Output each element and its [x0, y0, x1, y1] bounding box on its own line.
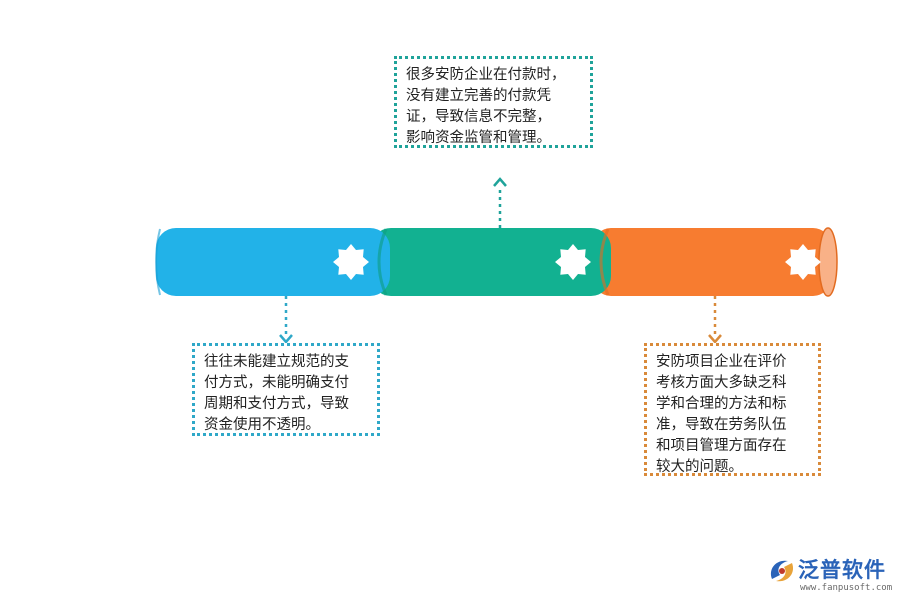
segment-seam	[377, 228, 388, 296]
arrow-up-icon	[493, 177, 507, 187]
star-badge-icon	[785, 244, 821, 280]
arrow-down-icon	[708, 334, 722, 344]
pipe-segment-teal	[371, 228, 611, 296]
connector-right	[708, 296, 722, 344]
star-badge-icon	[555, 244, 591, 280]
note-box-right: 安防项目企业在评价 考核方面大多缺乏科 学和合理的方法和标 准，导致在劳务队伍 …	[644, 343, 821, 476]
note-box-left: 往往未能建立规范的支 付方式，未能明确支付 周期和支付方式，导致 资金使用不透明…	[192, 343, 380, 436]
arrow-down-icon	[279, 334, 293, 344]
logo-name: 泛普软件	[798, 558, 886, 582]
pipe-segment-blue	[156, 228, 390, 296]
segment-seam	[599, 228, 610, 296]
star-badge-icon	[333, 244, 369, 280]
brand-logo: 泛普软件 www.fanpusoft.com	[766, 553, 896, 598]
pipe-end-cap	[818, 227, 838, 297]
pipe-segment-orange	[593, 227, 838, 297]
logo-swirl-icon	[770, 560, 794, 582]
segment-seam	[155, 228, 161, 296]
connector-top	[493, 177, 507, 228]
logo-url: www.fanpusoft.com	[800, 583, 893, 593]
note-box-top: 很多安防企业在付款时， 没有建立完善的付款凭 证，导致信息不完整， 影响资金监管…	[394, 56, 593, 148]
connector-left	[279, 296, 293, 344]
